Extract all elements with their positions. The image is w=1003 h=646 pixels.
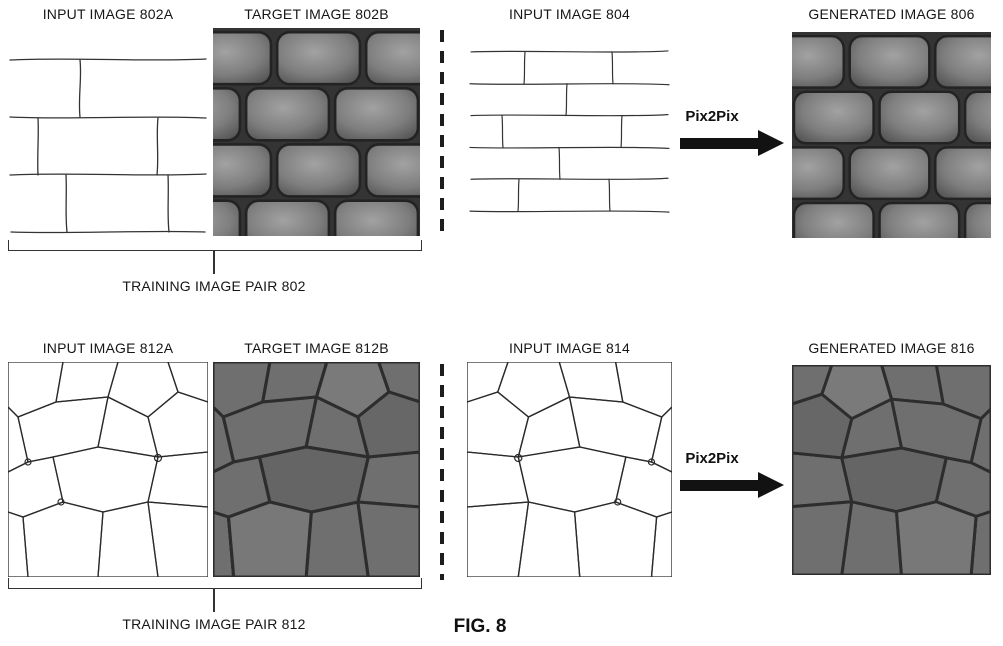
brick-sketch-image bbox=[467, 36, 672, 233]
target-image-802b bbox=[213, 28, 420, 236]
input-image-814 bbox=[467, 362, 672, 577]
right-arrow-shaft bbox=[680, 480, 758, 491]
input-image-814-label: INPUT IMAGE 814 bbox=[508, 340, 630, 356]
generated-image-806-label: GENERATED IMAGE 806 bbox=[808, 6, 975, 22]
target-image-812b bbox=[213, 362, 420, 577]
brick-texture-image bbox=[792, 32, 991, 238]
generated-image-816 bbox=[792, 365, 991, 575]
input-image-804-label: INPUT IMAGE 804 bbox=[508, 6, 630, 22]
target-image-802b-label: TARGET IMAGE 802B bbox=[244, 6, 389, 22]
training-image-pair-812-label: TRAINING IMAGE PAIR 812 bbox=[122, 616, 306, 632]
input-image-804 bbox=[467, 36, 672, 233]
pix2pix-arrow-label: Pix2Pix bbox=[685, 108, 739, 125]
stone-texture-image bbox=[792, 365, 991, 575]
input-image-812a bbox=[8, 362, 208, 577]
stone-sketch-image bbox=[8, 362, 208, 577]
dashed-divider bbox=[440, 30, 444, 240]
training-pair-802-bracket bbox=[8, 240, 422, 251]
bracket-tick bbox=[213, 250, 215, 274]
generated-image-816-label: GENERATED IMAGE 816 bbox=[808, 340, 975, 356]
stone-texture-image bbox=[213, 362, 420, 577]
input-image-812a-label: INPUT IMAGE 812A bbox=[42, 340, 174, 356]
pix2pix-arrow-label: Pix2Pix bbox=[685, 450, 739, 467]
brick-texture-image bbox=[213, 28, 420, 236]
dashed-divider bbox=[440, 364, 444, 580]
training-pair-812-bracket bbox=[8, 578, 422, 589]
input-image-802a bbox=[8, 28, 208, 236]
right-arrow-head bbox=[758, 130, 784, 156]
input-image-802a-label: INPUT IMAGE 802A bbox=[42, 6, 174, 22]
generated-image-806 bbox=[792, 32, 991, 238]
figure-caption: FIG. 8 bbox=[453, 616, 507, 637]
right-arrow-head bbox=[758, 472, 784, 498]
right-arrow-shaft bbox=[680, 138, 758, 149]
stone-sketch-image bbox=[467, 362, 672, 577]
target-image-812b-label: TARGET IMAGE 812B bbox=[244, 340, 389, 356]
bracket-tick bbox=[213, 588, 215, 612]
training-image-pair-802-label: TRAINING IMAGE PAIR 802 bbox=[122, 278, 306, 294]
brick-sketch-image bbox=[8, 28, 208, 236]
